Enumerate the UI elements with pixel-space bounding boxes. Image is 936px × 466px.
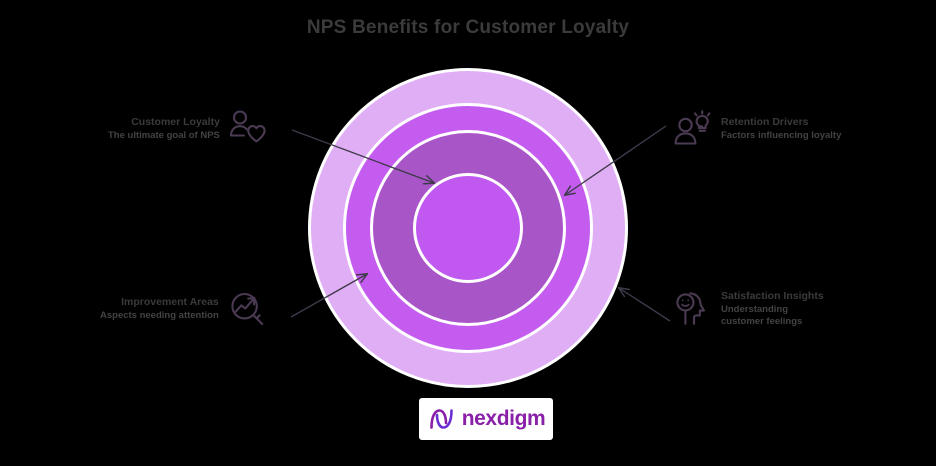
callout-customer-loyalty[interactable]: Customer Loyalty The ultimate goal of NP… [108, 108, 269, 150]
head-smiley-icon [676, 292, 706, 325]
callout-text: Improvement Areas Aspects needing attent… [100, 296, 219, 322]
person-heart-icon [229, 110, 266, 143]
callout-subtitle: Understanding customer feelings [721, 303, 803, 327]
callout-satisfaction-insights[interactable]: Satisfaction Insights Understanding cust… [672, 288, 824, 330]
callout-text: Customer Loyalty The ultimate goal of NP… [108, 116, 220, 142]
page-title: NPS Benefits for Customer Loyalty [306, 17, 630, 38]
callout-text: Retention Drivers Factors influencing lo… [721, 116, 841, 142]
callout-title: Satisfaction Insights [721, 290, 824, 303]
callout-text: Satisfaction Insights Understanding cust… [721, 290, 824, 328]
person-lightbulb-icon [674, 110, 711, 145]
callout-retention-drivers[interactable]: Retention Drivers Factors influencing lo… [672, 108, 841, 150]
callout-title: Improvement Areas [121, 296, 219, 309]
concentric-rings-diagram [308, 68, 628, 388]
core-circle [413, 173, 523, 283]
callout-subtitle: Factors influencing loyalty [721, 129, 842, 141]
callout-title: Customer Loyalty [131, 116, 220, 129]
logo-wordmark: nexdigm [461, 407, 546, 430]
nexdigm-wave-icon [429, 409, 453, 429]
callout-title: Retention Drivers [721, 116, 809, 129]
callout-subtitle: The ultimate goal of NPS [108, 129, 220, 141]
callout-subtitle: Aspects needing attention [100, 309, 219, 321]
callout-improvement-areas[interactable]: Improvement Areas Aspects needing attent… [100, 288, 268, 330]
magnifier-trend-icon [231, 292, 264, 326]
nexdigm-logo[interactable]: nexdigm [419, 398, 553, 440]
